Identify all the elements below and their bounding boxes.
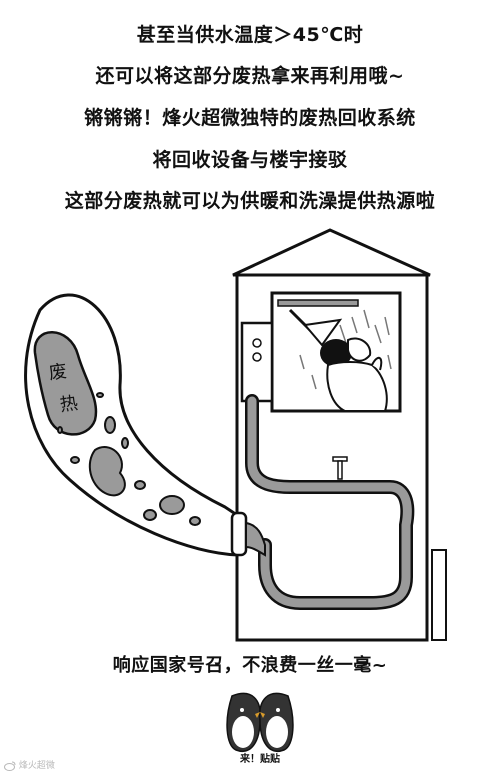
penguin-sticker-image [226,692,294,752]
weibo-icon [4,761,16,771]
caption-line-2: 还可以将这部分废热拿来再利用哦~ [95,65,405,87]
watermark-text: 烽火超微 [18,761,55,771]
bottom-caption: 响应国家号召，不浪费一丝一毫~ [112,655,388,676]
watermark: 烽火超微 [4,758,55,772]
waste-heat-recovery-illustration: 废 热 [24,228,447,642]
pipe-connector [230,511,266,557]
hot-water-pipe-fill [247,396,412,608]
sticker-caption: 来！贴贴 [240,754,280,765]
blob-char-fei: 废 [48,361,69,384]
caption-line-3: 锵锵锵！烽火超微独特的废热回收系统 [84,107,416,129]
heat-spots [57,392,201,526]
water-heater [240,321,274,403]
blob-char-re: 热 [59,393,80,416]
shower-scene [270,291,402,413]
waste-heat-blob [33,331,98,436]
caption-line-1: 甚至当供水温度＞45℃时 [136,24,364,46]
caption-line-4: 将回收设备与楼宇接驳 [152,149,348,171]
faucet [332,456,348,480]
caption-line-5: 这部分废热就可以为供暖和洗澡提供热源啦 [64,190,436,212]
